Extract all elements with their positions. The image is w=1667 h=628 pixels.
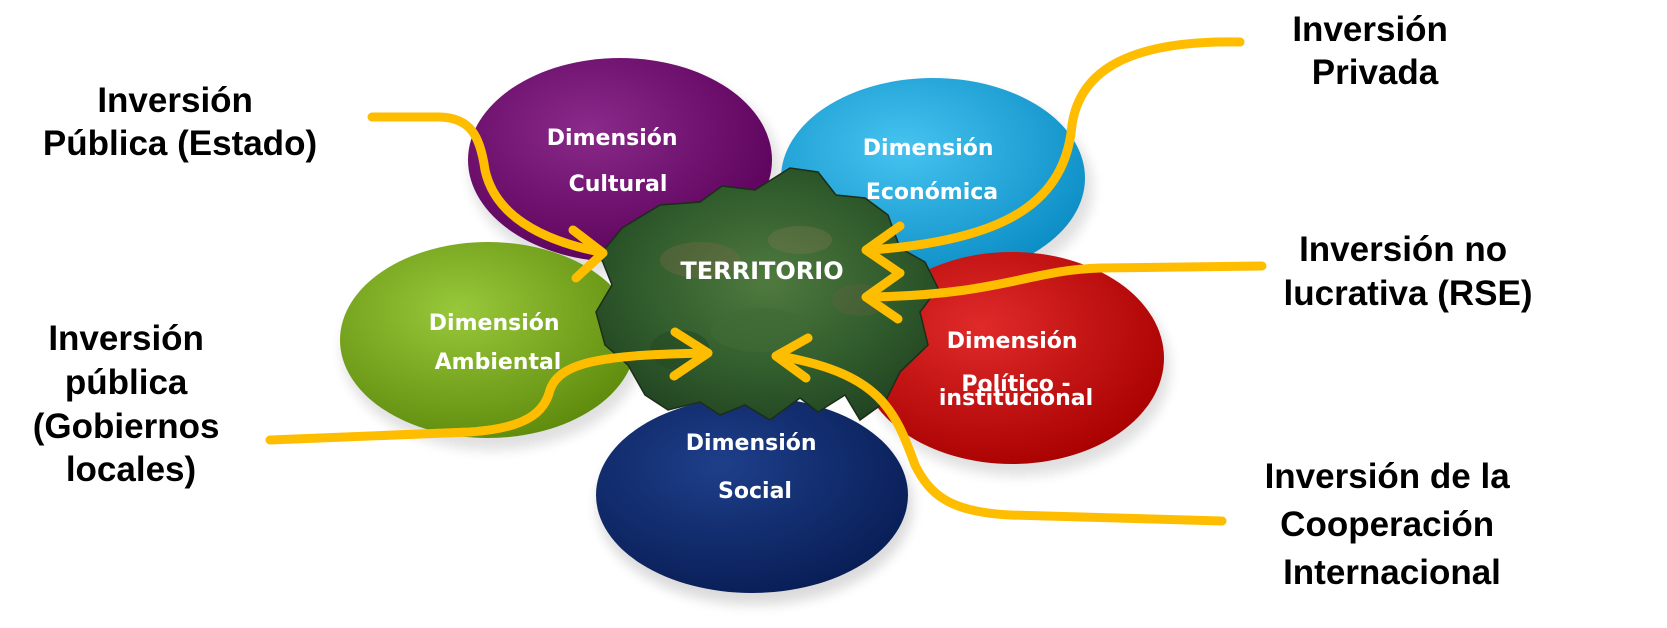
source-cooperacion: Inversión de la Cooperación Internaciona… [1265,457,1520,592]
svg-text:Dimensión Social: Dimensión Social [686,431,824,504]
source-no-lucrativa-line2: lucrativa (RSE) [1284,274,1533,313]
terrain-patch [660,242,740,278]
arrowhead-publica-estado [568,225,608,283]
dimension-ambiental-line1: Dimensión [429,311,560,336]
source-no-lucrativa: Inversión no lucrativa (RSE) [1284,230,1533,313]
arrow-publica-estado [367,112,605,257]
territory-label: TERRITORIO [680,257,843,285]
source-publica-locales: Inversión pública (Gobiernos locales) [33,319,229,489]
arrowhead-privada [861,221,905,277]
arrow-cooperacion [780,352,1227,526]
terrain-patch [768,226,832,254]
dimension-ambiental-line2: Ambiental [435,350,562,375]
terrain-patch [710,308,810,352]
source-publica-locales-line3: (Gobiernos [33,407,220,446]
source-privada: Inversión Privada [1292,10,1457,92]
arrow-publica-locales [265,348,710,445]
arrow-privada [865,37,1245,255]
source-publica-estado-line2: Pública (Estado) [43,124,317,163]
dimension-economica-line1: Dimensión [863,136,994,161]
source-publica-estado: Inversión Pública (Estado) [43,81,317,163]
dimension-social-line1: Dimensión [686,431,817,456]
dimension-economica-line2: Económica [866,180,998,205]
dimension-politica: Dimensión Político - institucional [860,252,1164,464]
dimension-politica-line3: institucional [939,386,1093,411]
source-cooperacion-line3: Internacional [1283,553,1501,592]
arrowhead-publica-locales [669,327,713,381]
dimension-cultural-line1: Dimensión [547,126,678,151]
svg-text:Dimensión Político -: Dimensión Político - [947,329,1085,397]
dimension-ambiental: Dimensión Ambiental [340,242,636,438]
arrowhead-no-lucrativa [861,268,905,324]
source-publica-locales-line4: locales) [66,450,196,489]
source-publica-locales-line2: pública [65,363,188,402]
arrows [265,37,1267,526]
dimension-social-line2: Social [718,479,792,504]
source-cooperacion-line2: Cooperación [1280,505,1494,544]
svg-text:Dimensión Ambiental: Dimensión Ambiental [429,311,567,375]
source-cooperacion-line1: Inversión de la [1265,457,1511,496]
dimension-social: Dimensión Social [596,397,908,593]
dimension-politica-shape [860,252,1164,464]
dimension-cultural-line2: Cultural [569,172,668,197]
source-no-lucrativa-line1: Inversión no [1299,230,1507,269]
svg-text:Dimensión Económica: Dimensión Económica [863,136,1001,205]
dimension-politica-line2: Político - [961,372,1070,397]
dimension-ambiental-shape [340,242,636,438]
arrow-no-lucrativa [865,261,1267,302]
source-privada-line1: Inversión [1292,10,1448,49]
dimension-politica-line1: Dimensión [947,329,1078,354]
svg-text:Dimensión Cultural: Dimensión Cultural [547,126,685,197]
source-publica-estado-line1: Inversión [97,81,253,120]
source-publica-locales-line1: Inversión [48,319,204,358]
dimension-social-shape [596,397,908,593]
source-privada-line2: Privada [1312,53,1439,92]
arrowhead-cooperacion [771,333,813,383]
